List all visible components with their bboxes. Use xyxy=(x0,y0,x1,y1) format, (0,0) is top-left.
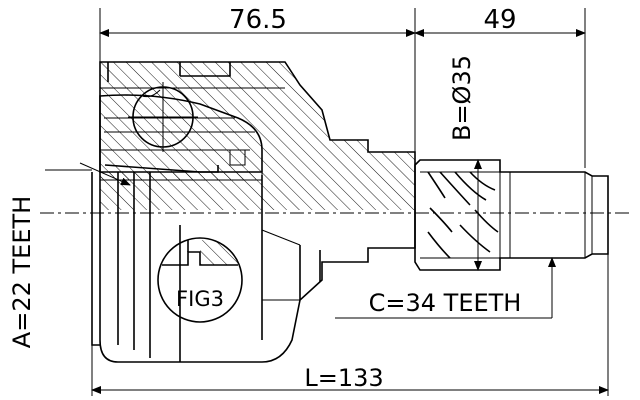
dim-76-5-label: 76.5 xyxy=(229,5,287,35)
dim-49-label: 49 xyxy=(483,5,516,35)
dim-diameter-label: B=Ø35 xyxy=(448,55,476,141)
dim-diameter xyxy=(420,159,500,271)
dim-teeth-outer xyxy=(335,257,556,319)
shaft xyxy=(414,159,609,271)
dim-teeth-inner-label: A=22 TEETH xyxy=(8,196,36,348)
housing-body xyxy=(99,61,416,363)
housing-lower xyxy=(91,171,321,362)
dim-teeth-inner xyxy=(45,162,131,186)
dim-teeth-outer-label: C=34 TEETH xyxy=(369,289,522,317)
fig3-callout xyxy=(157,237,243,323)
dim-49 xyxy=(414,8,586,168)
fig3-label: FIG3 xyxy=(176,287,224,311)
dim-length xyxy=(91,254,609,396)
dim-length-label: L=133 xyxy=(304,364,383,392)
